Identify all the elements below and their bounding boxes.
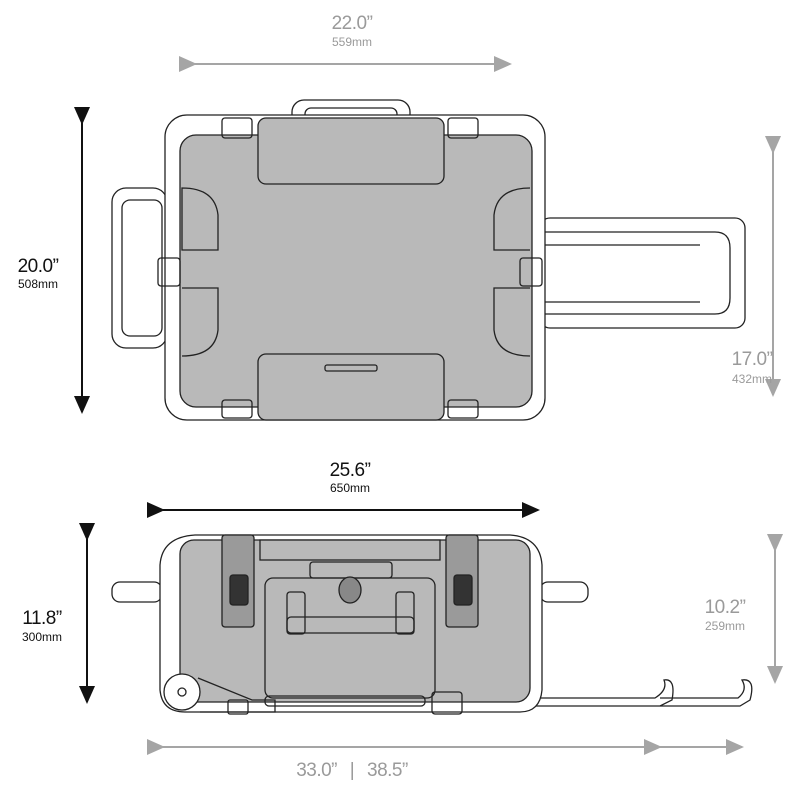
top-length-mm: 508mm: [17, 277, 59, 291]
right-side-handle-side: [539, 581, 589, 603]
trolley-rail: [330, 679, 674, 707]
side-view-case: [111, 534, 753, 715]
wheel: [163, 673, 201, 711]
side-length-inches: 25.6”: [329, 460, 371, 481]
dimension-arrows: [74, 56, 783, 755]
length-separator: |: [349, 760, 355, 781]
top-width-mm: 559mm: [331, 35, 373, 49]
side-interior-mm: 259mm: [704, 619, 746, 633]
handle-extended-lengths: 33.0” | 38.5”: [296, 761, 408, 780]
handle-collapsed-length: 33.0”: [296, 760, 337, 781]
extended-trolley-handle: [539, 217, 746, 329]
side-interior-inches: 10.2”: [704, 597, 746, 618]
top-interior-inches: 17.0”: [731, 349, 773, 370]
handle-full-length: 38.5”: [367, 760, 408, 781]
top-length-inches: 20.0”: [17, 256, 59, 277]
top-view-case: [111, 99, 746, 421]
top-width-inches: 22.0”: [331, 13, 373, 34]
left-side-handle-side: [111, 581, 163, 603]
side-length-mm: 650mm: [329, 481, 371, 495]
top-interior-mm: 432mm: [731, 372, 773, 386]
side-height-inches: 11.8”: [22, 608, 62, 629]
left-side-handle: [111, 187, 168, 349]
side-height-mm: 300mm: [21, 630, 63, 644]
